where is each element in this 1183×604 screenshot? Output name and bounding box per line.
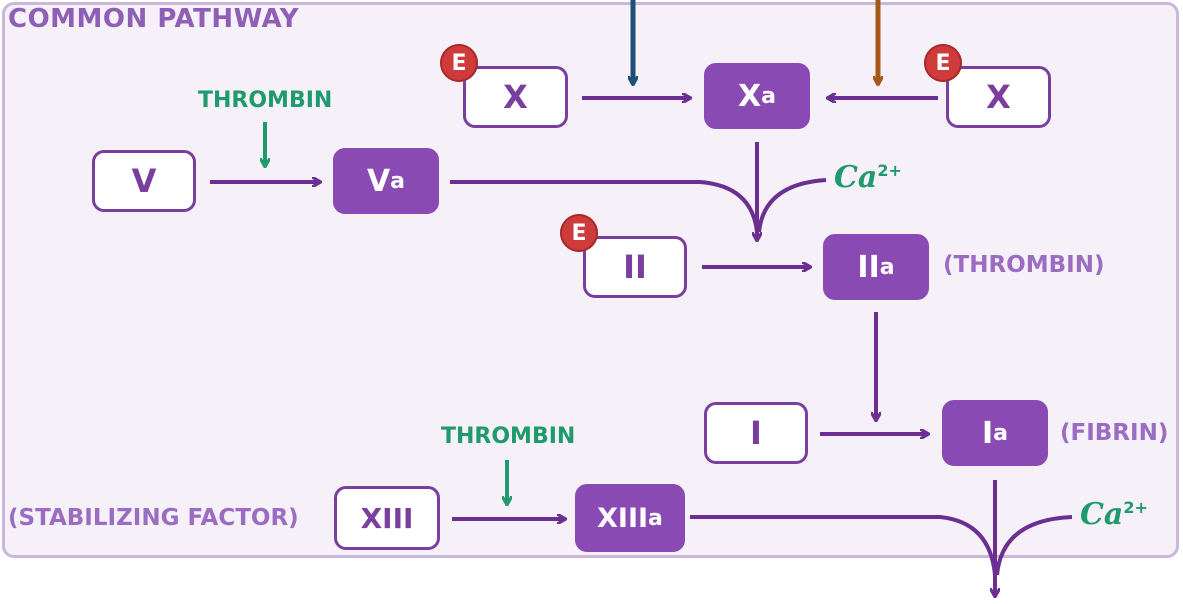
factor-iia-sub: a	[879, 254, 895, 280]
factor-xiiia-sub: a	[648, 505, 663, 531]
factor-ia-main: I	[981, 415, 994, 451]
calcium-bottom-charge: 2+	[1123, 498, 1148, 517]
factor-i: I	[704, 402, 808, 464]
calcium-bottom-base: Ca	[1080, 497, 1124, 532]
factor-ii-label: II	[623, 248, 647, 286]
calcium-top-base: Ca	[834, 160, 878, 195]
thrombin-label-bottom: THROMBIN	[441, 424, 576, 449]
factor-va-main: V	[366, 163, 391, 199]
enzyme-badge-x-left: E	[440, 44, 478, 82]
thrombin-label-top: THROMBIN	[198, 88, 333, 113]
factor-v: V	[92, 150, 196, 212]
stabilizing-factor-label: (STABILIZING FACTOR)	[8, 505, 299, 531]
factor-i-label: I	[750, 414, 762, 452]
factor-va-sub: a	[390, 168, 406, 194]
calcium-ion-bottom: Ca2+	[1080, 497, 1148, 532]
factor-ia-sub: a	[993, 420, 1009, 446]
calcium-ion-top: Ca2+	[834, 160, 902, 195]
factor-xiii: XIII	[334, 486, 440, 550]
arrow-ca-top-merge	[757, 178, 827, 233]
factor-v-label: V	[131, 162, 157, 200]
calcium-top-charge: 2+	[877, 161, 902, 180]
enzyme-badge-x-right: E	[924, 44, 962, 82]
factor-x-left: X	[463, 66, 568, 128]
factor-x-right-label: X	[986, 78, 1011, 116]
factor-xiiia-main: XIII	[597, 502, 649, 534]
factor-x-left-label: X	[503, 78, 528, 116]
arrow-ca-bottom-merge	[995, 515, 1073, 576]
arrow-xiiia-merge	[690, 515, 997, 576]
arrow-va-merge	[450, 180, 759, 233]
panel-title: COMMON PATHWAY	[8, 4, 300, 34]
factor-xiii-label: XIII	[360, 501, 414, 535]
fibrin-paren-label: (FIBRIN)	[1060, 420, 1169, 446]
enzyme-badge-ii: E	[560, 214, 598, 252]
factor-x-right: X	[946, 66, 1051, 128]
factor-xa-sub: a	[761, 83, 776, 109]
factor-ii: II	[583, 236, 687, 298]
thrombin-paren-label: (THROMBIN)	[943, 252, 1105, 278]
factor-xa-main: X	[738, 78, 762, 114]
factor-iia-main: II	[857, 249, 880, 285]
